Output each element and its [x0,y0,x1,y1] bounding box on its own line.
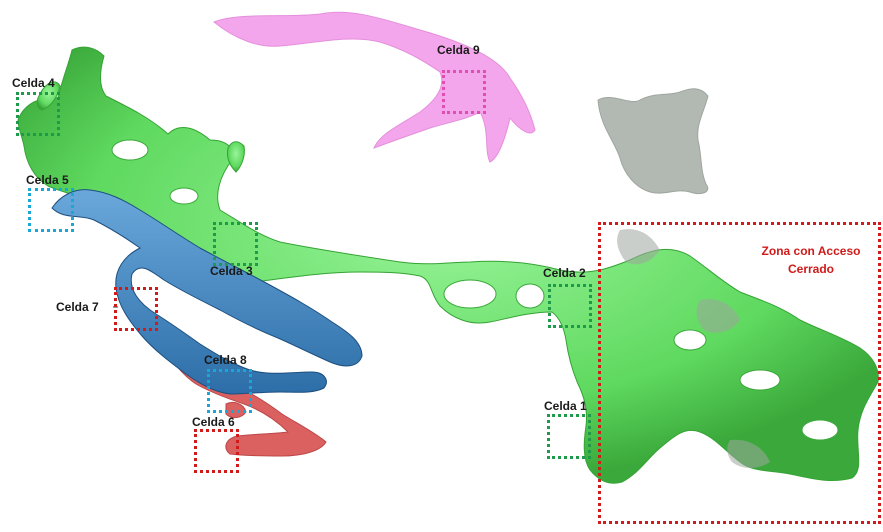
cell-9-marker[interactable] [442,70,486,114]
cell-7-label: Celda 7 [56,300,99,314]
cell-4-label: Celda 4 [12,76,55,90]
cell-8-label: Celda 8 [204,353,247,367]
cell-1-label: Celda 1 [544,399,587,413]
cell-7-marker[interactable] [114,287,158,331]
restricted-zone-box[interactable] [598,222,881,524]
green-tunnel-network [17,46,879,484]
restricted-zone-label-line2: Cerrado [787,262,834,276]
green-tunnel-openings [111,139,839,441]
cell-3-label: Celda 3 [210,264,253,278]
cell-6-label: Celda 6 [192,415,235,429]
cell-5-marker[interactable] [28,188,74,232]
cell-3-marker[interactable] [213,222,258,266]
cell-5-label: Celda 5 [26,173,69,187]
cell-6-marker[interactable] [194,429,239,473]
cell-1-marker[interactable] [547,414,591,459]
blue-tunnel [51,189,363,395]
restricted-zone-label-line1: Zona con Acceso [761,244,861,258]
cell-2-label: Celda 2 [543,266,586,280]
gray-tissue [597,88,709,195]
pink-tunnel [213,11,536,163]
cell-2-marker[interactable] [548,284,592,328]
gray-translucent-patches [617,229,770,468]
cell-8-marker[interactable] [207,369,252,413]
cell-9-label: Celda 9 [437,43,480,57]
cell-4-marker[interactable] [16,92,60,136]
restricted-zone-label: Zona con Acceso Cerrado [736,242,883,278]
